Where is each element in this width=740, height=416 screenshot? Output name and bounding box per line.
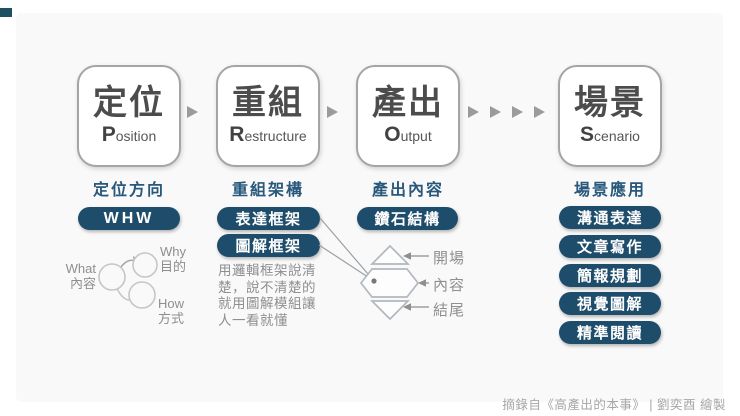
column-label-position: 定位方向: [92, 182, 165, 199]
pill-writing: 文章寫作: [559, 235, 661, 258]
pill-communication: 溝通表達: [559, 206, 661, 229]
arrow-right-icon: [512, 106, 523, 118]
sketch-label-what: What 內容: [65, 261, 96, 291]
step-title-zh: 產出: [372, 84, 444, 122]
restructure-note: 用邏輯框架說清 楚，說不清楚的 就用圖解模組讓 人一看就懂: [218, 263, 316, 328]
step-en-initial: S: [580, 123, 595, 146]
pill-presentation: 簡報規劃: [559, 264, 661, 287]
arrow-right-icon: [327, 106, 338, 118]
pill-diamond-structure: 鑽石結構: [357, 207, 458, 230]
arrow-right-icon: [534, 106, 545, 118]
pill-whw: WHW: [78, 207, 180, 230]
column-label-scenario: 場景應用: [573, 182, 646, 199]
footer-credit: 摘錄自《高產出的本事》 | 劉奕酉 繪製: [502, 398, 726, 412]
column-label-output: 產出內容: [371, 182, 444, 199]
arrow-right-icon: [187, 106, 198, 118]
step-title-zh: 定位: [93, 84, 165, 122]
arrow-right-icon: [490, 106, 501, 118]
sketch-label-why: Why 目的: [160, 244, 187, 274]
corner-mark: [0, 8, 12, 17]
diamond-label-opening: 開場: [433, 250, 466, 267]
step-en-rest: osition: [115, 128, 157, 144]
step-title-zh: 重組: [232, 84, 304, 122]
step-en-initial: P: [101, 123, 116, 146]
step-en-initial: R: [229, 123, 245, 146]
step-en-initial: O: [384, 123, 401, 146]
arrow-right-icon: [468, 106, 479, 118]
diamond-structure-diagram: [318, 217, 429, 321]
diamond-label-content: 內容: [433, 277, 466, 294]
pill-expression-framework: 表達框架: [217, 207, 320, 230]
step-title-zh: 場景: [574, 84, 646, 122]
column-label-restructure: 重組架構: [231, 182, 304, 199]
step-en-rest: utput: [400, 128, 432, 144]
pill-precise-reading: 精準閱讀: [559, 321, 661, 344]
step-en-rest: estructure: [244, 128, 307, 144]
diamond-label-ending: 結尾: [433, 302, 466, 319]
sketch-label-how: How 方式: [158, 296, 185, 326]
whw-sketch-diagram: [98, 252, 158, 309]
pill-visual-framework: 圖解框架: [217, 234, 320, 257]
step-en-rest: cenario: [594, 128, 640, 144]
pill-visual-diagram: 視覺圖解: [559, 292, 661, 315]
